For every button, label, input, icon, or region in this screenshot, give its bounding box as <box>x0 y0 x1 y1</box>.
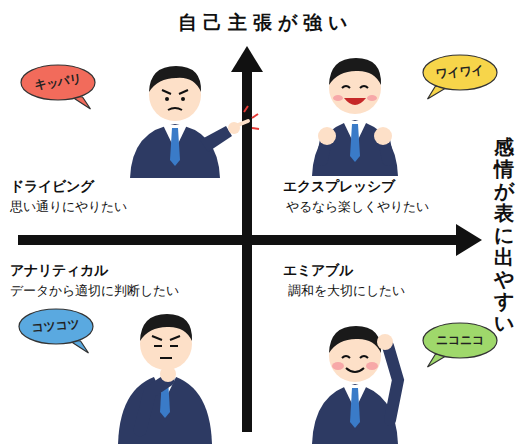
type-name: アナリティカル <box>10 262 108 280</box>
bubble-text: ニコニコ <box>423 332 497 349</box>
axis-label: 感情が表に出やすい <box>494 136 514 334</box>
bubble-body <box>21 65 95 100</box>
type-description: 調和を大切にしたい <box>288 282 405 300</box>
type-name: ドライビング <box>10 178 94 196</box>
amiable-person <box>312 326 398 444</box>
expressive-person <box>312 58 398 176</box>
type-name: エクスプレッシブ <box>283 178 395 196</box>
speech-bubble: ワイワイ <box>423 55 497 90</box>
type-name: エミアブル <box>283 262 353 280</box>
bubble-body <box>423 55 497 90</box>
type-description: データから適切に判断したい <box>10 282 179 300</box>
axis-label: 自己主張が強い <box>178 10 353 36</box>
analytical-person <box>118 314 212 444</box>
type-description: やるなら楽しくやりたい <box>286 198 429 216</box>
speech-bubble: コツコツ <box>19 309 93 344</box>
speech-bubble: キッパリ <box>21 65 95 100</box>
speech-bubble: ニコニコ <box>423 323 497 358</box>
bubble-body <box>423 323 497 358</box>
driving-person <box>130 66 259 178</box>
type-description: 思い通りにやりたい <box>10 198 127 216</box>
axes <box>18 46 482 432</box>
bubble-body <box>19 309 93 344</box>
